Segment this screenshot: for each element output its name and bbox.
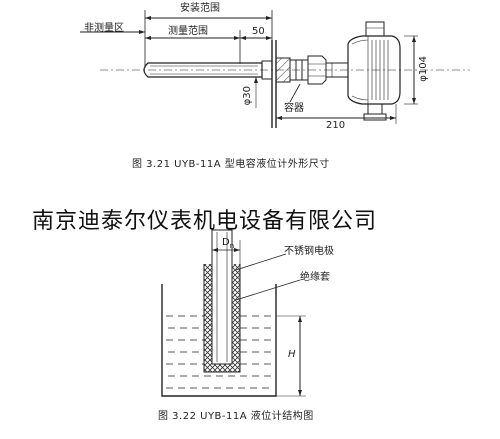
non-measure-zone-label: 非测量区 <box>84 23 124 34</box>
figure1-caption: 图 3.21 UYB-11A 型电容液位计外形尺寸 <box>132 159 330 170</box>
dn-label-sub: n <box>229 242 235 250</box>
measure-range-label: 测量范围 <box>168 26 208 37</box>
dn-label: Dn <box>222 238 234 250</box>
figure1-drawing <box>80 10 470 128</box>
top-gland <box>365 21 385 36</box>
probe-rod <box>143 62 263 78</box>
insulation-sleeve-label: 绝缘套 <box>300 272 330 283</box>
dim-210-label: 210 <box>326 120 346 131</box>
figure1-arrows <box>139 16 416 120</box>
dim-phi30-label: φ30 <box>242 86 253 106</box>
dn-label-main: D <box>222 237 230 248</box>
container-label: 容器 <box>284 103 304 114</box>
threaded-fitting <box>275 57 291 83</box>
company-watermark: 南京迪泰尔仪表机电设备有限公司 <box>32 209 378 234</box>
dim-phi104-label: φ104 <box>418 56 429 82</box>
ss-electrode-label: 不锈钢电极 <box>284 246 334 257</box>
figure2-caption: 图 3.22 UYB-11A 液位计结构图 <box>158 411 314 422</box>
hex-nut <box>307 55 327 85</box>
install-range-label: 安装范围 <box>180 3 220 14</box>
figure2-arrows <box>212 248 302 396</box>
vessel <box>161 284 277 397</box>
height-label: H <box>288 349 296 360</box>
figure2-drawing <box>161 229 306 397</box>
liquid-surface <box>166 315 272 389</box>
housing-head <box>347 35 401 105</box>
dim-50-label: 50 <box>252 26 265 37</box>
